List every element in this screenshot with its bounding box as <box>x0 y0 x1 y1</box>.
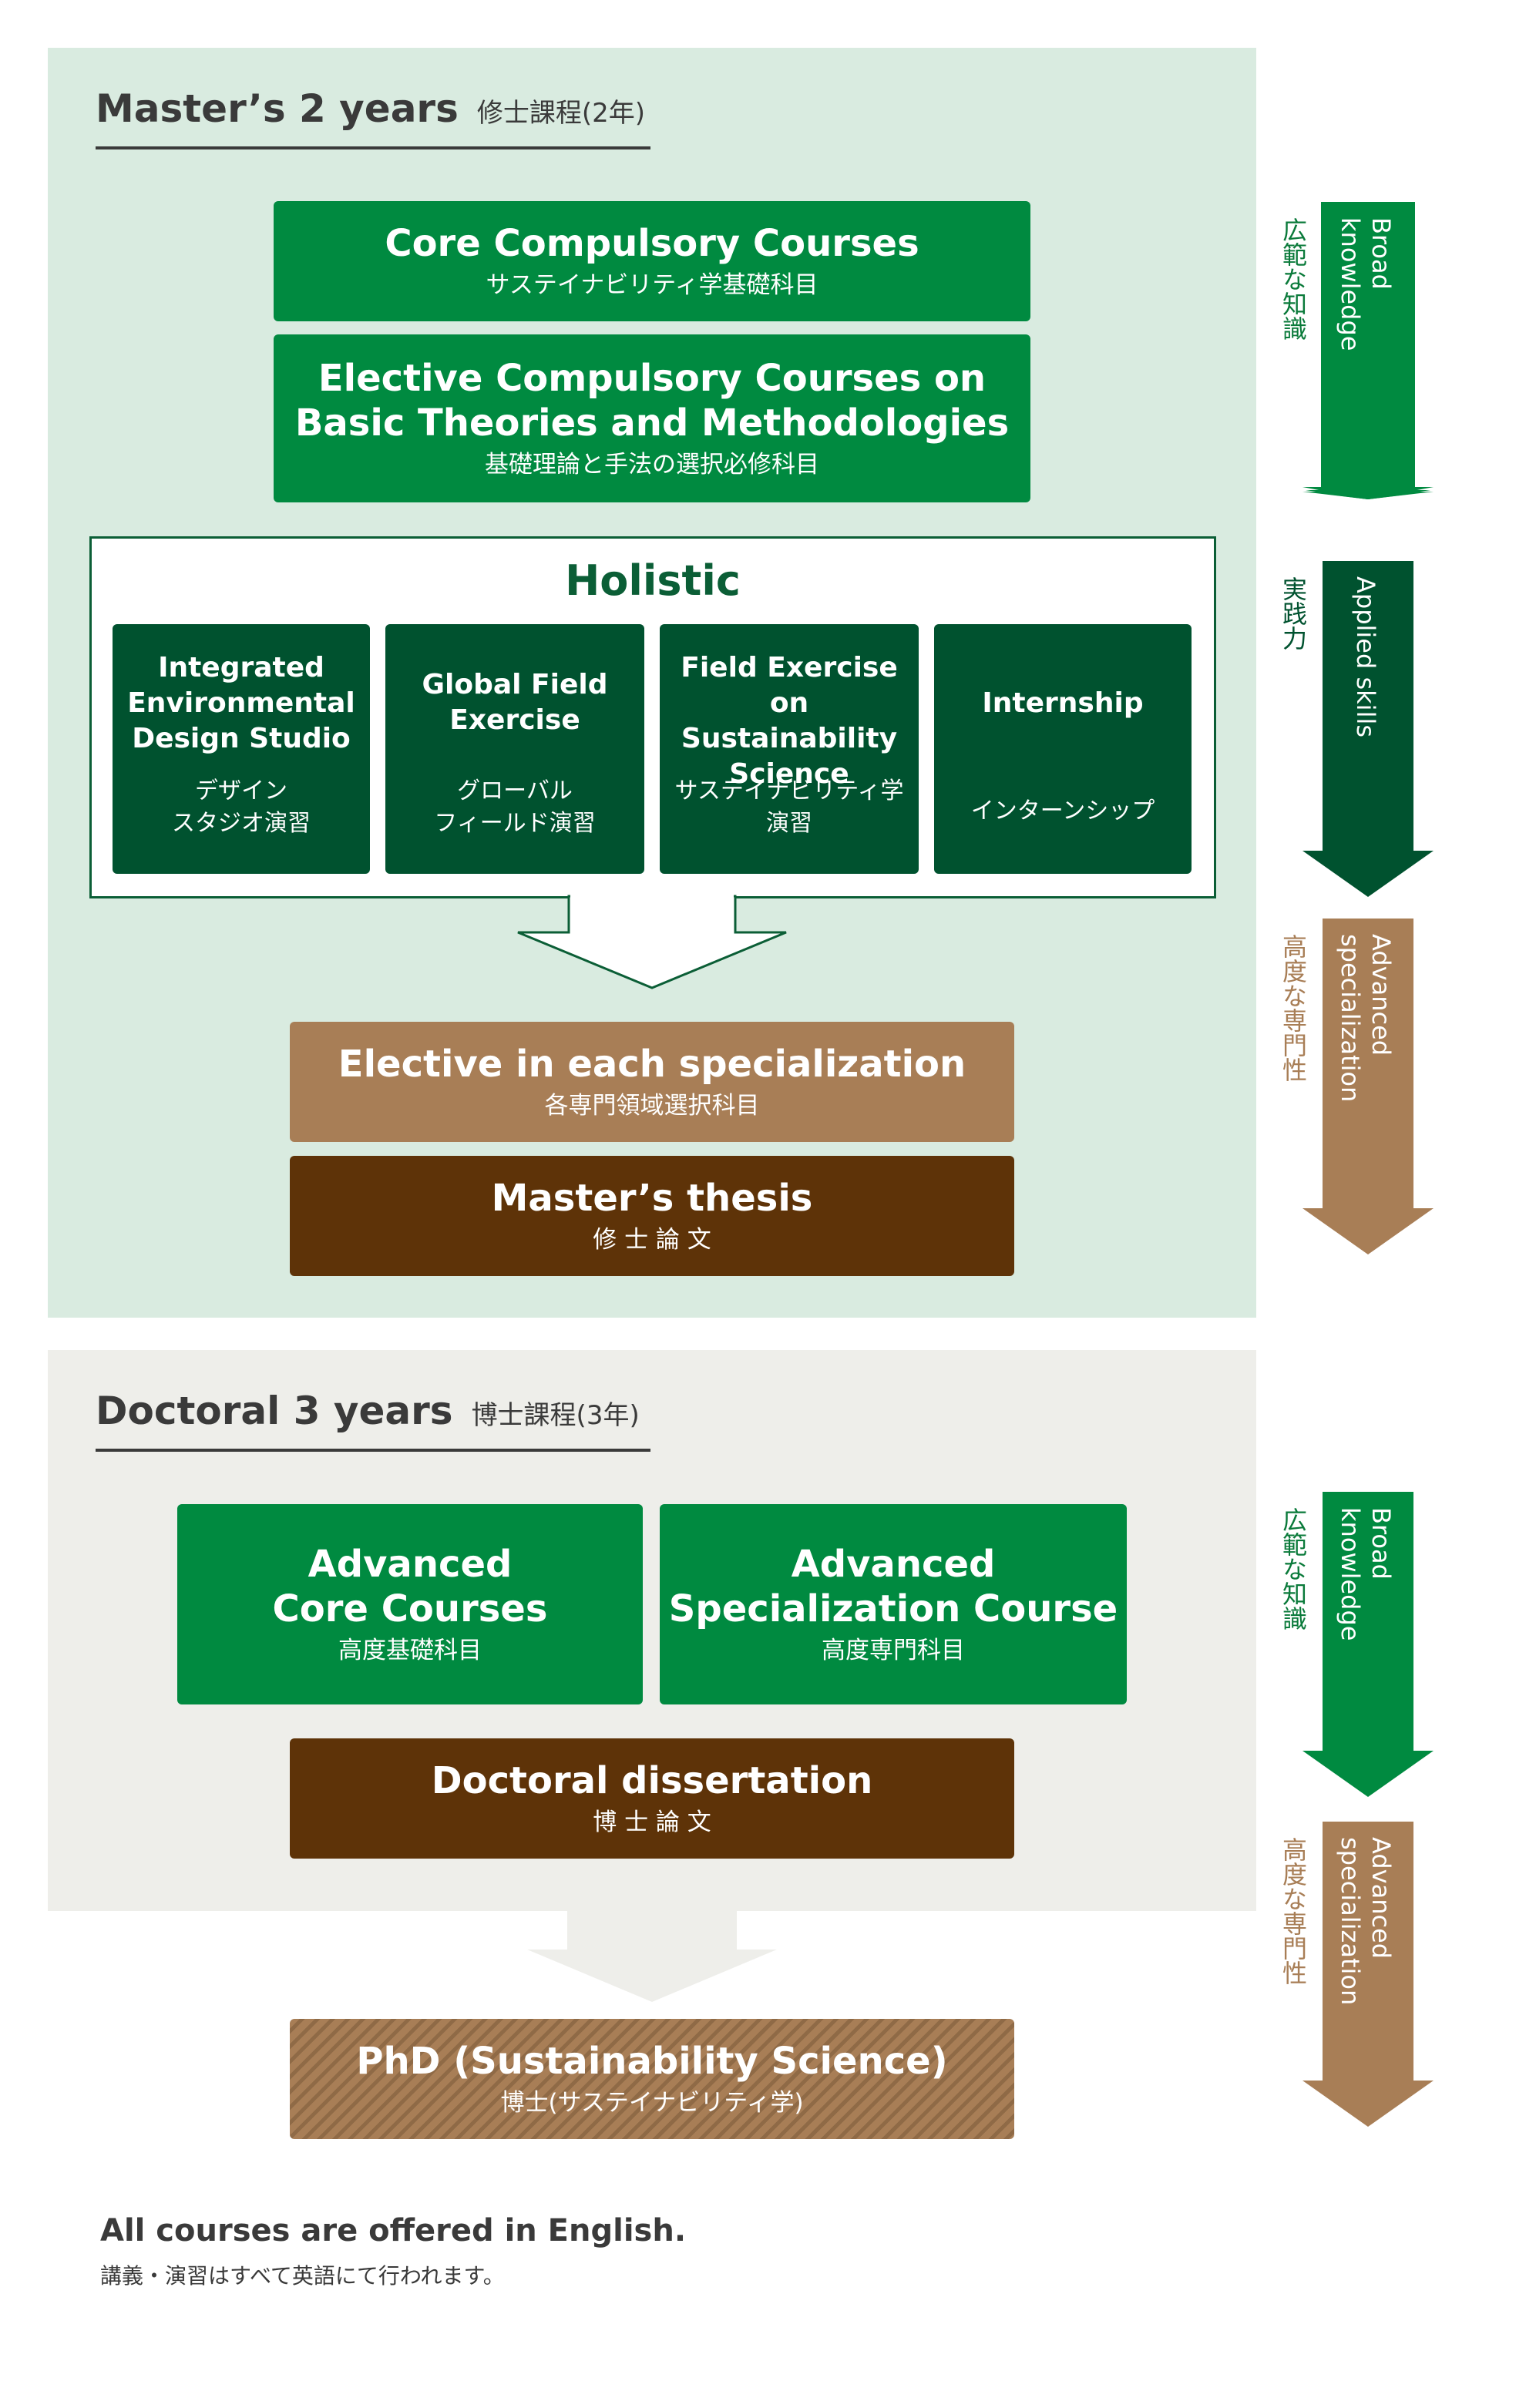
phd-title: PhD (Sustainability Science) <box>356 2040 948 2083</box>
holistic-item-sub: サステイナビリティ学 演習 <box>674 777 904 837</box>
phd-down-arrow <box>527 1911 777 2002</box>
doctoral-dissertation-sub: 博 士 論 文 <box>593 1809 711 1836</box>
masters-thesis-sub: 修 士 論 文 <box>593 1226 711 1254</box>
footer-note-ja: 講義・演習はすべて英語にて行われます。 <box>100 2263 505 2289</box>
elective-specialization-title: Elective in each specialization <box>338 1043 966 1086</box>
advanced-specialization-box: Advanced Specialization Course 高度専門科目 <box>660 1504 1127 1704</box>
advanced-specialization-label-ja: 高度な専門性 <box>1279 934 1308 1082</box>
advanced-specialization-title-2: Specialization Course <box>668 1587 1118 1631</box>
holistic-item-title: Global Field Exercise <box>422 669 608 736</box>
holistic-item-title: Integrated Environmental Design Studio <box>127 652 355 754</box>
broad-knowledge-arrow-shape-main <box>1302 202 1434 499</box>
doctoral-heading: Doctoral 3 years 博士課程(3年) <box>96 1389 640 1433</box>
doctoral-broad-knowledge-label: Broad knowledge <box>1336 1507 1396 1641</box>
broad-knowledge-label-ja: 広範な知識 <box>1279 217 1308 341</box>
holistic-title: Holistic <box>565 556 741 605</box>
holistic-item-sub: インターンシップ <box>970 798 1155 824</box>
core-compulsory-sub: サステイナビリティ学基礎科目 <box>486 271 818 299</box>
masters-title: Master’s 2 years <box>96 86 459 131</box>
doctoral-advanced-specialization-label-ja: 高度な専門性 <box>1279 1837 1308 1985</box>
elective-compulsory-box: Elective Compulsory Courses on Basic The… <box>274 334 1030 502</box>
doctoral-title-ja: 博士課程(3年) <box>471 1400 640 1431</box>
masters-thesis-box: Master’s thesis 修 士 論 文 <box>290 1156 1014 1276</box>
doctoral-dissertation-box: Doctoral dissertation 博 士 論 文 <box>290 1738 1014 1859</box>
applied-skills-label-ja: 実践力 <box>1279 576 1308 650</box>
elective-compulsory-title-2: Basic Theories and Methodologies <box>294 401 1010 445</box>
holistic-down-arrow <box>517 894 787 989</box>
phd-sub: 博士(サステイナビリティ学) <box>500 2089 804 2117</box>
doctoral-heading-rule <box>96 1449 650 1452</box>
applied-skills-arrow <box>1302 561 1434 897</box>
elective-compulsory-title-1: Elective Compulsory Courses on <box>318 357 987 400</box>
doctoral-title: Doctoral 3 years <box>96 1389 453 1433</box>
holistic-item-title: Field Exercise on Sustainability Science <box>681 652 898 790</box>
holistic-item-title: Internship <box>982 687 1144 719</box>
elective-specialization-sub: 各専門領域選択科目 <box>544 1092 760 1120</box>
holistic-item-design-studio: Integrated Environmental Design Studio デ… <box>113 624 370 874</box>
masters-thesis-title: Master’s thesis <box>491 1177 813 1220</box>
phd-box: PhD (Sustainability Science) 博士(サステイナビリテ… <box>290 2019 1014 2139</box>
holistic-item-sub: グローバル フィールド演習 <box>434 777 596 837</box>
doctoral-broad-knowledge-label-ja: 広範な知識 <box>1279 1507 1308 1631</box>
holistic-item-internship: Internship インターンシップ <box>934 624 1192 874</box>
broad-knowledge-label: Broad knowledge <box>1336 217 1396 351</box>
advanced-core-box: Advanced Core Courses 高度基礎科目 <box>177 1504 643 1704</box>
advanced-core-title-1: Advanced <box>308 1543 513 1586</box>
advanced-specialization-label: Advanced specialization <box>1336 934 1396 1103</box>
masters-title-ja: 修士課程(2年) <box>476 98 646 129</box>
holistic-item-global-field: Global Field Exercise グローバル フィールド演習 <box>385 624 644 874</box>
doctoral-advanced-specialization-arrow <box>1302 1822 1434 2127</box>
masters-heading: Master’s 2 years 修士課程(2年) <box>96 86 645 131</box>
doctoral-broad-knowledge-arrow <box>1302 1492 1434 1797</box>
holistic-item-field-exercise: Field Exercise on Sustainability Science… <box>660 624 919 874</box>
advanced-specialization-arrow <box>1302 919 1434 1254</box>
elective-specialization-box: Elective in each specialization 各専門領域選択科… <box>290 1022 1014 1142</box>
applied-skills-label: Applied skills <box>1351 576 1380 738</box>
advanced-core-title-2: Core Courses <box>272 1587 548 1631</box>
doctoral-dissertation-title: Doctoral dissertation <box>431 1759 873 1802</box>
core-compulsory-title: Core Compulsory Courses <box>385 222 919 265</box>
advanced-core-sub: 高度基礎科目 <box>338 1637 482 1664</box>
advanced-specialization-title-1: Advanced <box>791 1543 996 1586</box>
holistic-item-sub: デザイン スタジオ演習 <box>172 777 311 837</box>
doctoral-advanced-specialization-label: Advanced specialization <box>1336 1837 1396 2006</box>
elective-compulsory-sub: 基礎理論と手法の選択必修科目 <box>485 451 819 479</box>
footer-note: All courses are offered in English. <box>100 2213 687 2248</box>
masters-heading-rule <box>96 146 650 149</box>
advanced-specialization-sub: 高度専門科目 <box>822 1637 965 1664</box>
core-compulsory-box: Core Compulsory Courses サステイナビリティ学基礎科目 <box>274 201 1030 321</box>
